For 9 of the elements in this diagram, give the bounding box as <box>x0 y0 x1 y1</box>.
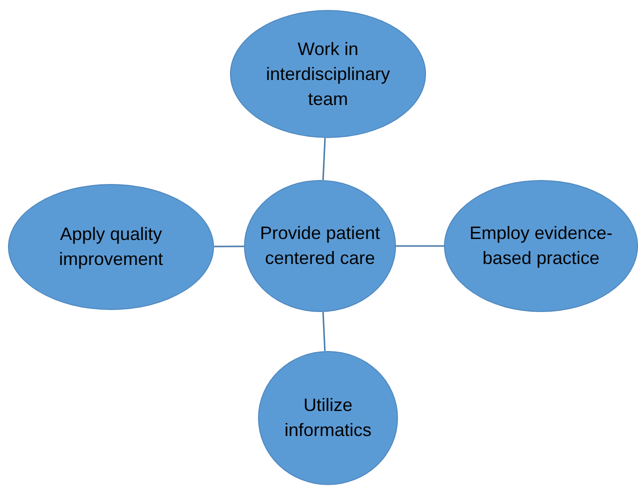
node-text: Apply quality improvement <box>58 223 164 271</box>
node-text: Employ evidence-based practice <box>468 222 614 270</box>
connector-line <box>214 246 244 248</box>
connector-line <box>322 138 326 180</box>
node-text: Provide patient centered care <box>258 222 382 270</box>
connector-line <box>322 312 326 352</box>
node-text: Work in interdisciplinary team <box>264 38 392 110</box>
connector-line <box>396 245 444 247</box>
node-text: Utilize informatics <box>283 394 373 442</box>
